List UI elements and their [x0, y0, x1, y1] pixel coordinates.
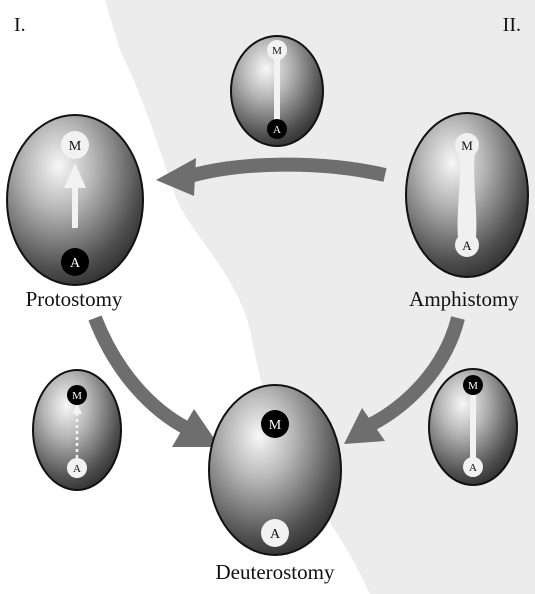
svg-text:M: M [272, 45, 282, 57]
anus-marker [261, 519, 289, 547]
amphistomy-embryo: M A [405, 112, 529, 278]
anus-marker [67, 458, 87, 478]
svg-text:M: M [72, 390, 82, 402]
arrow-amphistomy-to-deuterostomy [344, 316, 465, 444]
svg-text:M: M [461, 138, 473, 153]
arrow-protostomy-to-deuterostomy [88, 315, 220, 447]
mouth-marker [61, 131, 89, 159]
svg-text:M: M [468, 380, 478, 392]
svg-text:A: A [70, 256, 81, 271]
caption-protostomy: Protostomy [25, 287, 123, 311]
deuterostomy-embryo: M A [208, 384, 342, 556]
svg-text:M: M [269, 418, 282, 433]
mouth-marker [67, 385, 87, 405]
mouth-marker [463, 375, 483, 395]
corner-label-right: II. [502, 14, 521, 36]
anus-marker [61, 248, 89, 276]
caption-amphistomy: Amphistomy [409, 287, 519, 311]
bottom-right-transition-embryo: M A [428, 368, 518, 486]
mouth-marker [455, 133, 479, 157]
svg-text:A: A [469, 462, 477, 474]
arrow-up-icon [72, 404, 82, 414]
corner-label-left: I. [14, 14, 26, 36]
mouth-marker [267, 40, 287, 60]
svg-text:A: A [270, 527, 281, 542]
svg-text:A: A [73, 463, 81, 475]
anus-marker [455, 233, 479, 257]
mouth-marker [261, 410, 289, 438]
svg-text:A: A [462, 238, 472, 253]
svg-text:A: A [273, 124, 281, 136]
arrow-up-icon [64, 163, 86, 188]
bottom-left-transition-embryo: M A [32, 369, 122, 491]
top-transition-embryo: M A [230, 35, 324, 147]
arrow-amphistomy-to-protostomy [156, 157, 387, 196]
anus-marker [267, 119, 287, 139]
protostomy-embryo: M A [6, 114, 144, 286]
svg-text:M: M [69, 139, 82, 154]
caption-deuterostomy: Deuterostomy [215, 560, 335, 584]
anus-marker [463, 457, 483, 477]
